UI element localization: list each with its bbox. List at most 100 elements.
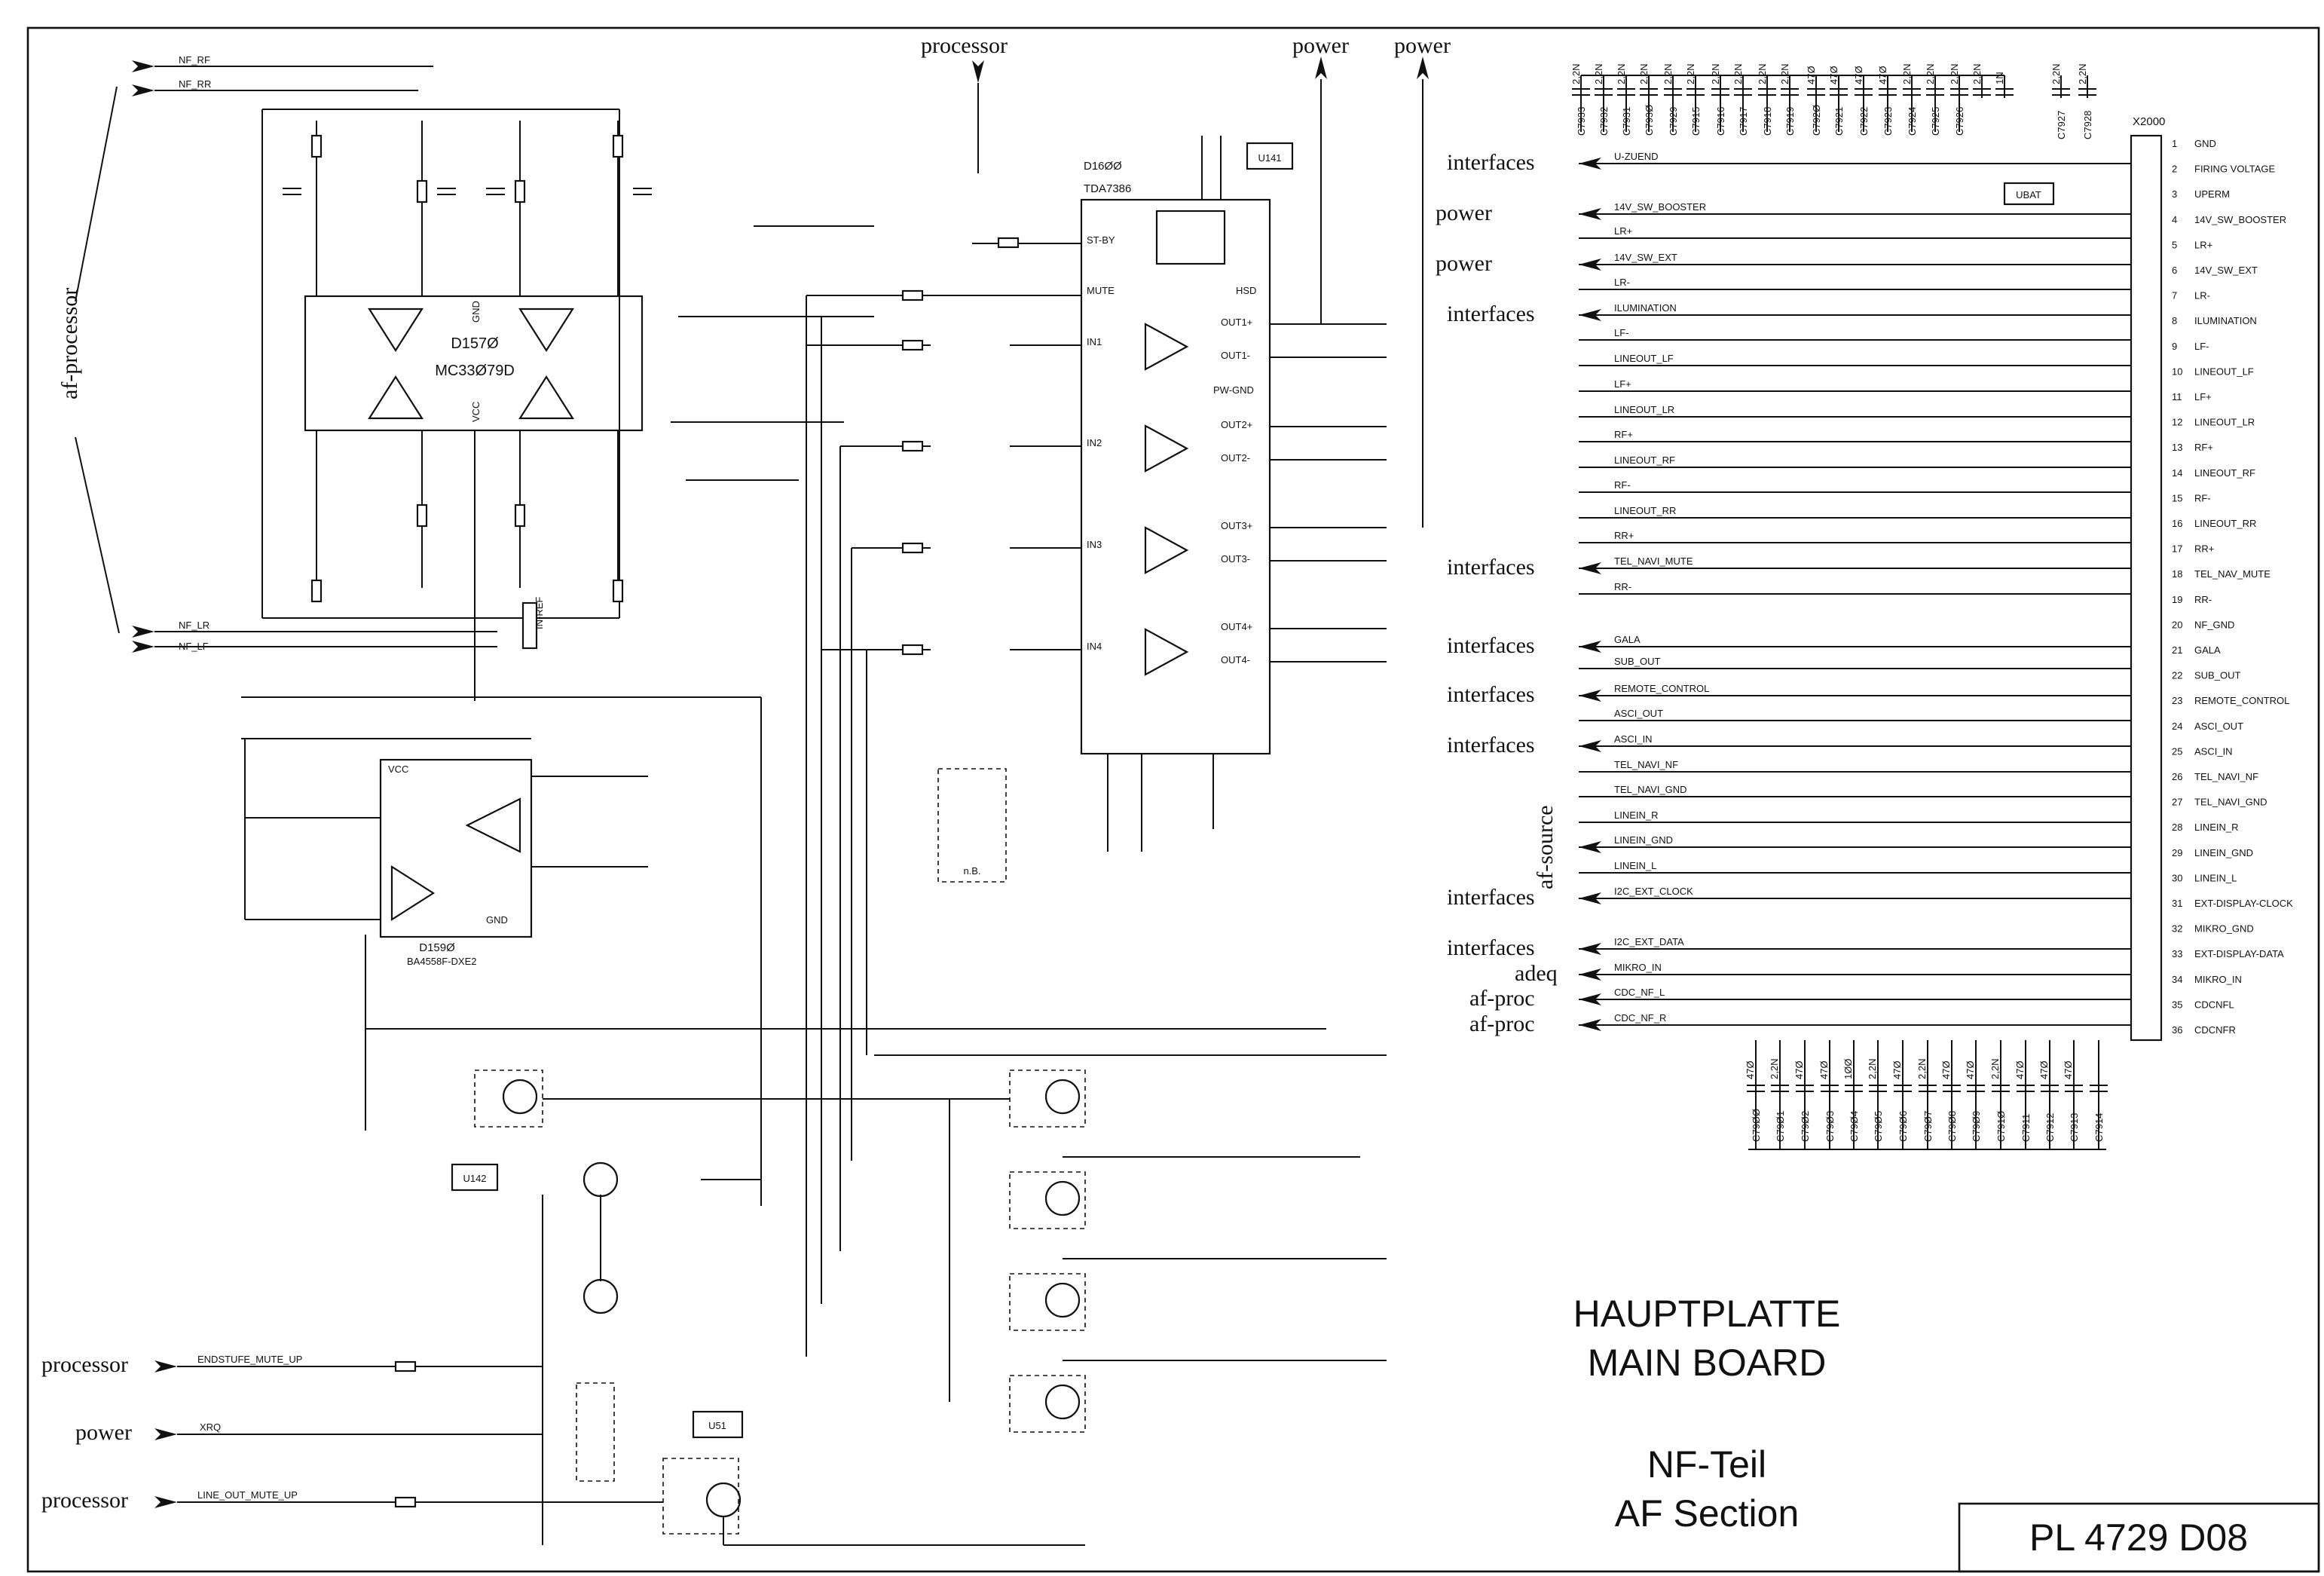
pin-number: 16 [2172, 518, 2182, 529]
cap-value: 47Ø [2014, 1060, 2026, 1079]
net-group-label: interfaces [1447, 935, 1535, 960]
d1570-passives: IN-REF [283, 134, 652, 650]
d1590-ref: D159Ø [419, 941, 455, 954]
net-label: REMOTE_CONTROL [1614, 683, 1709, 694]
cap-ref: C7925 [1930, 107, 1941, 136]
pin-out4m: OUT4- [1221, 654, 1250, 666]
nf-rf-label: NF_RF [179, 54, 210, 66]
pin-number: 4 [2172, 214, 2177, 225]
pin-out3p: OUT3+ [1221, 520, 1252, 531]
cap-value: 47Ø [1965, 1060, 1976, 1079]
pin-number: 20 [2172, 619, 2182, 630]
cap-ref: C79Ø5 [1873, 1111, 1884, 1142]
net-group-label: interfaces [1447, 633, 1535, 658]
net-group-label: interfaces [1447, 885, 1535, 910]
cap-value: 47Ø [1745, 1060, 1756, 1079]
amp-input-network: n.B. [671, 225, 1020, 1357]
net-label: GALA [1614, 634, 1641, 645]
net-group-label: power [1436, 200, 1492, 225]
cap-ref: C79Ø4 [1848, 1111, 1860, 1142]
cap-value: 2,2N [1662, 64, 1674, 84]
cap-ref: C7912 [2044, 1113, 2056, 1142]
net-group-label: adeq [1515, 961, 1558, 986]
cap-value: 2,2N [1593, 64, 1604, 84]
pin-number: 25 [2172, 745, 2182, 757]
sheet-border [26, 26, 2320, 1573]
cap-value: 47Ø [1793, 1060, 1805, 1079]
arrow-icon [132, 626, 154, 638]
net-label: LF+ [1614, 378, 1631, 390]
arrow-icon [1579, 690, 1601, 702]
ic-d1570: D157Ø MC33Ø79D GND VCC [261, 109, 644, 701]
net-label: LINEOUT_RR [1614, 505, 1676, 516]
net-label: TEL_NAVI_NF [1614, 759, 1678, 770]
bottom-left-inputs: processor power processor ENDSTUFE_MUTE_… [41, 1352, 663, 1513]
pin-number: 17 [2172, 543, 2182, 555]
net-group-label: interfaces [1447, 682, 1535, 707]
arrow-icon [154, 1428, 177, 1440]
net-label: TEL_NAVI_MUTE [1614, 555, 1693, 567]
pin-number: 26 [2172, 771, 2182, 782]
af-source-label: af-source [1533, 805, 1558, 889]
net-group-label: interfaces [1447, 555, 1535, 580]
ubat-label: UBAT [2016, 189, 2041, 200]
pin-number: 13 [2172, 442, 2182, 453]
d1570-type: MC33Ø79D [435, 363, 515, 379]
pin-hsd: HSD [1236, 285, 1256, 296]
pin-st-by: ST-BY [1087, 234, 1115, 246]
pin-name: MIKRO_IN [2194, 974, 2242, 985]
d1570-vcc: VCC [470, 402, 482, 422]
net-label: 14V_SW_BOOSTER [1614, 201, 1706, 213]
cap-ref: C7933 [1576, 107, 1587, 136]
cap-value: 47Ø [1806, 66, 1817, 84]
arrow-icon [132, 641, 154, 653]
pin-number: 31 [2172, 898, 2182, 909]
cap-value: 2,2N [1685, 64, 1696, 84]
plate-id-box [1958, 1502, 2320, 1573]
d1590-gnd: GND [486, 914, 508, 926]
arrow-icon [1579, 1019, 1601, 1031]
pin-name: LINEIN_R [2194, 822, 2239, 833]
power-label-xrq: power [75, 1420, 132, 1445]
nf-inputs: NF_RF NF_RR NF_LR NF_LF [132, 54, 497, 653]
cap-ref: C79Ø2 [1800, 1111, 1811, 1142]
cap-ref: C791Ø [1995, 1111, 2007, 1142]
power-top-label-2: power [1394, 33, 1451, 58]
pin-name: RF+ [2194, 442, 2213, 453]
pin-number: 29 [2172, 847, 2182, 858]
pin-number: 27 [2172, 797, 2182, 808]
cap-value: 2,2N [1570, 64, 1582, 84]
cap-value: 2,2N [1971, 64, 1983, 84]
cap-ref: C7928 [2082, 111, 2093, 139]
pin-name: SUB_OUT [2194, 670, 2240, 681]
pin-number: 3 [2172, 188, 2177, 200]
net-label: 14V_SW_EXT [1614, 252, 1677, 263]
net-label: ILUMINATION [1614, 302, 1677, 314]
cap-ref: C79ØØ [1751, 1109, 1762, 1142]
pin-name: FIRING VOLTAGE [2194, 164, 2275, 175]
pin-name: NF_GND [2194, 619, 2234, 630]
arrow-icon [1579, 892, 1601, 904]
pin-name: RR+ [2194, 543, 2214, 555]
pin-number: 35 [2172, 999, 2182, 1010]
pin-in4: IN4 [1087, 641, 1102, 652]
pin-out1p: OUT1+ [1221, 317, 1252, 328]
pin-number: 34 [2172, 974, 2182, 985]
cap-value: 47Ø [2063, 1060, 2074, 1079]
nb-label: n.B. [963, 865, 980, 877]
net-label: TEL_NAVI_GND [1614, 784, 1687, 795]
pin-name: ASCI_IN [2194, 745, 2233, 757]
net-group-label: interfaces [1447, 150, 1535, 175]
cap-value: 2,2N [1949, 64, 1960, 84]
pin-number: 8 [2172, 315, 2177, 326]
pin-number: 18 [2172, 568, 2182, 580]
pin-name: LINEOUT_LF [2194, 366, 2254, 377]
pin-name: LF- [2194, 341, 2209, 352]
arrow-icon [154, 1360, 177, 1372]
pin-number: 1 [2172, 138, 2177, 149]
nf-lf-label: NF_LF [179, 641, 209, 652]
net-group-label: interfaces [1447, 301, 1535, 326]
cap-value: 1ØØ [1842, 1059, 1854, 1079]
net-label: I2C_EXT_CLOCK [1614, 886, 1693, 897]
